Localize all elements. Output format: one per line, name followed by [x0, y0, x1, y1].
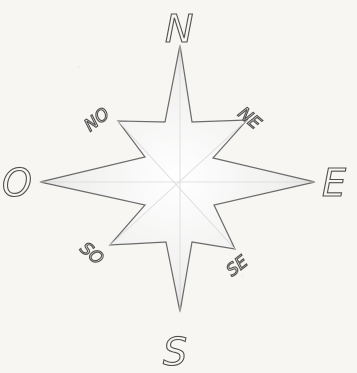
label-north: N [165, 7, 193, 51]
label-south: S [163, 330, 187, 373]
label-east: E [322, 161, 346, 205]
label-southeast: SE [223, 252, 252, 281]
label-northwest: NO [81, 104, 114, 136]
label-southwest: SO [76, 239, 107, 270]
compass-star [40, 45, 315, 312]
label-west: O [2, 161, 32, 205]
